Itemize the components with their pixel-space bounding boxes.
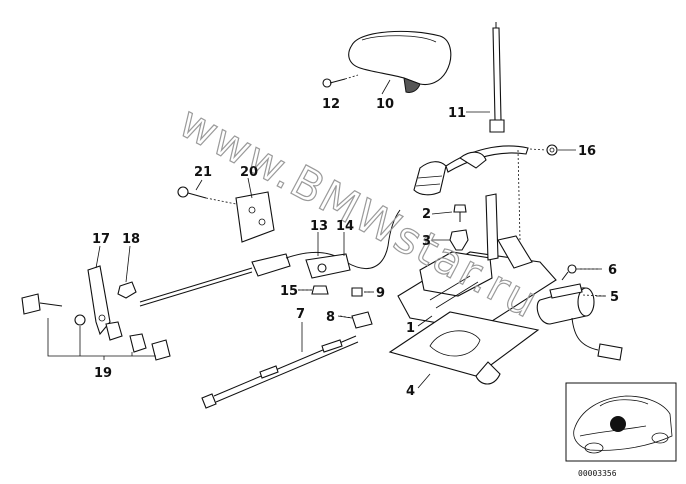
callout-5: 5 xyxy=(610,290,619,305)
shifter-housing xyxy=(397,149,557,331)
callout-2: 2 xyxy=(422,207,431,222)
callout-20: 20 xyxy=(240,165,258,180)
callout-8: 8 xyxy=(326,310,335,325)
callout-4: 4 xyxy=(406,384,415,399)
screw-2 xyxy=(453,204,467,222)
shift-knob xyxy=(348,30,452,93)
nut-18 xyxy=(117,281,137,299)
callout-10: 10 xyxy=(376,97,394,112)
location-marker xyxy=(610,416,626,432)
mount-bracket-17 xyxy=(87,265,111,336)
bolt-group-19 xyxy=(21,293,171,361)
sensor-5 xyxy=(536,283,623,361)
callout-11: 11 xyxy=(448,106,466,121)
catalog-number: 00003356 xyxy=(578,469,617,478)
clip-8 xyxy=(339,311,373,329)
callout-13: 13 xyxy=(310,219,328,234)
callout-15: 15 xyxy=(280,284,298,299)
callout-12: 12 xyxy=(322,97,340,112)
callout-leaders xyxy=(95,79,606,389)
nut-15 xyxy=(298,285,329,295)
shift-boot xyxy=(413,145,529,196)
shift-lever-11 xyxy=(489,22,505,133)
bracket-20 xyxy=(177,186,275,243)
screw-6 xyxy=(561,264,598,281)
callout-18: 18 xyxy=(122,232,140,247)
screw-12 xyxy=(322,74,359,88)
callout-6: 6 xyxy=(608,263,617,278)
cable-7 xyxy=(201,335,359,409)
callout-7: 7 xyxy=(296,307,305,322)
callout-16: 16 xyxy=(578,144,596,159)
selector-cable-13 xyxy=(139,209,401,307)
washer-16 xyxy=(529,144,558,156)
callout-21: 21 xyxy=(194,165,212,180)
callout-9: 9 xyxy=(376,286,385,301)
callout-19: 19 xyxy=(94,366,112,381)
callout-17: 17 xyxy=(92,232,110,247)
base-plate-4 xyxy=(388,311,540,385)
vehicle-location-inset xyxy=(565,382,677,462)
callout-3: 3 xyxy=(422,234,431,249)
callout-14: 14 xyxy=(336,219,354,234)
callout-labels: 1 2 3 4 5 6 7 8 9 10 11 12 13 14 15 16 1… xyxy=(92,97,619,399)
callout-1: 1 xyxy=(406,321,415,336)
